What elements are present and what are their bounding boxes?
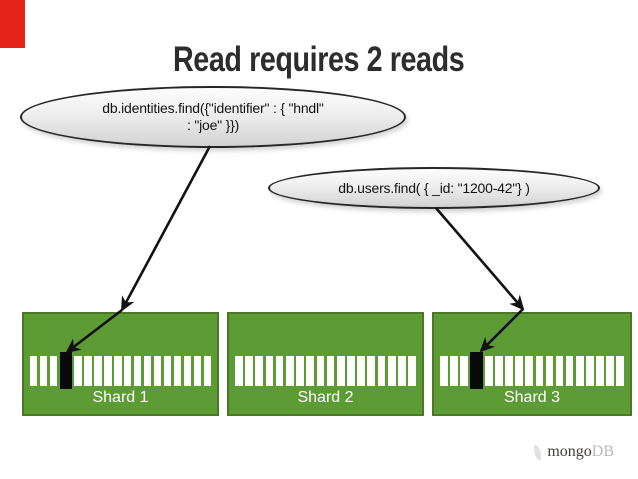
- arrow-users-segment-1: [435, 207, 525, 311]
- chunk: [505, 356, 513, 386]
- chunk: [575, 356, 584, 386]
- page-title-text: Read requires 2 reads: [173, 40, 465, 79]
- chunk: [49, 356, 58, 386]
- chunk: [306, 356, 314, 386]
- accent-bar: [0, 0, 25, 48]
- chunk: [606, 356, 614, 386]
- chunk: [39, 356, 48, 386]
- chunk: [596, 356, 604, 386]
- chunk: [367, 356, 376, 386]
- mongodb-logo-suffix: DB: [591, 443, 614, 460]
- chunk: [357, 356, 365, 386]
- highlighted-chunk: [470, 352, 483, 389]
- chunk: [460, 356, 468, 386]
- chunk: [495, 356, 503, 386]
- chunk: [94, 356, 102, 386]
- shard-2-box: Shard 2: [227, 312, 424, 416]
- shard-2-label: Shard 2: [297, 389, 354, 406]
- chunk: [275, 356, 284, 386]
- shard-3-label: Shard 3: [503, 389, 561, 406]
- chunk: [515, 356, 523, 386]
- chunk: [485, 356, 493, 386]
- chunk: [387, 356, 396, 386]
- chunk: [450, 356, 458, 386]
- mongodb-logo-brand: mongo: [547, 443, 592, 460]
- shard-1-box: Shard 1: [22, 312, 219, 416]
- chunk: [398, 356, 406, 386]
- chunk: [84, 356, 92, 386]
- mongodb-logo: mongo DB: [532, 443, 614, 461]
- highlighted-chunk: [59, 352, 72, 389]
- shard-3-chunk-row: [440, 352, 625, 389]
- users-query-callout: db.users.find( { _id: "1200-42"} ): [268, 167, 600, 209]
- shard-3-box: Shard 3: [432, 312, 632, 416]
- identities-query-line1: db.identities.find({"identifier" : { "hn…: [102, 100, 324, 116]
- chunk: [586, 356, 594, 386]
- chunk: [74, 356, 82, 386]
- shard-1-chunk-row: [30, 352, 212, 389]
- chunk: [163, 356, 172, 386]
- page-title: Read requires 2 reads: [0, 42, 638, 77]
- chunk: [114, 356, 122, 386]
- chunk: [153, 356, 162, 386]
- users-query-text: db.users.find( { _id: "1200-42"} ): [338, 179, 530, 196]
- chunk: [525, 356, 534, 386]
- chunk: [408, 356, 416, 386]
- chunk: [183, 356, 192, 386]
- chunk: [555, 356, 564, 386]
- chunk: [245, 356, 253, 386]
- chunk: [30, 356, 38, 386]
- chunk: [143, 356, 152, 386]
- chunk: [255, 356, 264, 386]
- chunk: [565, 356, 574, 386]
- identities-query-callout: db.identities.find({"identifier" : { "hn…: [20, 86, 406, 148]
- chunk: [296, 356, 304, 386]
- shard-1-label: Shard 1: [92, 389, 149, 406]
- chunk: [235, 356, 243, 386]
- chunk: [285, 356, 294, 386]
- chunk: [377, 356, 386, 386]
- chunk: [545, 356, 554, 386]
- chunk: [616, 356, 625, 386]
- identities-query-line2: : "joe" }}): [186, 117, 240, 133]
- chunk: [347, 356, 355, 386]
- chunk: [535, 356, 544, 386]
- arrow-identities-segment-1: [120, 145, 212, 312]
- chunk: [203, 356, 212, 386]
- chunk: [104, 356, 112, 386]
- chunk: [326, 356, 335, 386]
- chunk: [316, 356, 325, 386]
- chunk: [193, 356, 202, 386]
- chunk: [173, 356, 182, 386]
- shard-2-chunk-row: [235, 356, 416, 386]
- leaf-icon: [532, 443, 544, 461]
- chunk: [336, 356, 345, 386]
- chunk: [133, 356, 142, 386]
- chunk: [124, 356, 132, 386]
- chunk: [265, 356, 274, 386]
- chunk: [440, 356, 448, 386]
